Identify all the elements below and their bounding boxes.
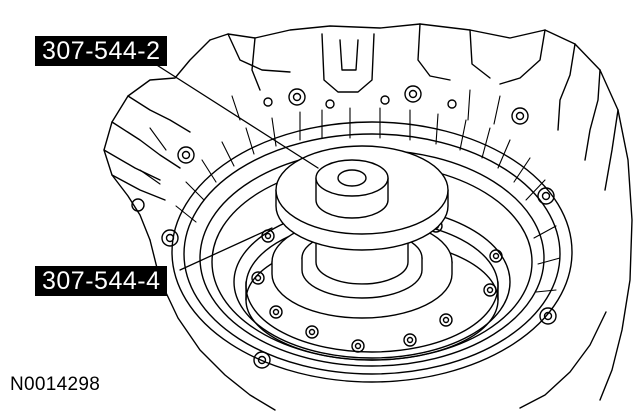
callout-label-307-544-4: 307-544-4 (35, 266, 168, 296)
case-bolt-bosses (131, 85, 557, 369)
leader-line-307-544-2 (151, 61, 319, 169)
leader-lines (151, 61, 319, 271)
callout-label-307-544-2: 307-544-2 (35, 36, 168, 66)
figure-id: N0014298 (10, 374, 101, 395)
leader-line-307-544-4 (179, 227, 273, 271)
tool-disc (275, 145, 449, 251)
